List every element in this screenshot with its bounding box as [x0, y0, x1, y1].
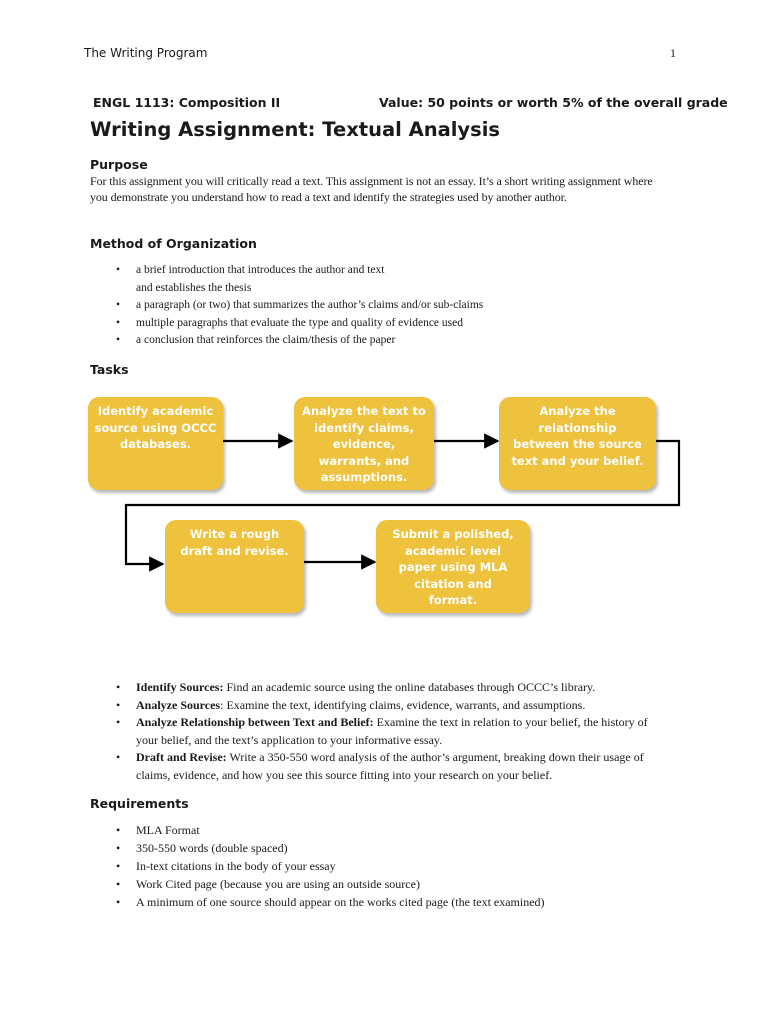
task-text: : Examine the text, identifying claims, … [220, 697, 586, 712]
list-item: • MLA Format [116, 821, 696, 839]
list-item-text: A minimum of one source should appear on… [136, 895, 545, 909]
list-item-text: a conclusion that reinforces the claim/t… [136, 334, 396, 346]
list-item-text: 350-550 words (double spaced) [136, 841, 288, 855]
course-name: ENGL 1113: Composition II [93, 95, 281, 110]
bullet: • [116, 264, 121, 276]
bullet: • [116, 841, 121, 855]
flow-step-identify-source: Identify academic source using OCCC data… [88, 397, 223, 490]
flow-step-analyze-relationship: Analyze the relationship between the sou… [499, 397, 656, 490]
bullet: • [116, 316, 121, 329]
task-text: Find an academic source using the online… [223, 680, 596, 694]
page-title: Writing Assignment: Textual Analysis [90, 118, 501, 141]
list-item: • Draft and Revise: Write a 350-550 word… [116, 749, 666, 784]
purpose-text: For this assignment you will critically … [90, 174, 653, 204]
bullet: • [116, 877, 121, 891]
bullet: • [116, 823, 121, 837]
tasks-heading: Tasks [90, 362, 129, 377]
list-item: • Work Cited page (because you are using … [116, 875, 696, 893]
bullet: • [116, 697, 121, 712]
assignment-value: Value: 50 points or worth 5% of the over… [379, 95, 728, 110]
task-label: Analyze Relationship between Text and Be… [136, 715, 374, 729]
method-heading: Method of Organization [90, 236, 257, 251]
task-label: Draft and Revise: [136, 750, 227, 764]
list-item: • 350-550 words (double spaced) [116, 839, 696, 857]
list-item-text: In-text citations in the body of your es… [136, 859, 336, 873]
task-text: Write a 350-550 word analysis of the aut… [136, 750, 644, 782]
list-item: • a conclusion that reinforces the claim… [116, 332, 696, 350]
flow-step-analyze-text: Analyze the text to identify claims, evi… [294, 397, 434, 490]
arrow-3-to-4 [124, 439, 681, 572]
list-item: • a brief introduction that introduces t… [116, 262, 696, 297]
flow-step-draft-revise: Write a rough draft and revise. [165, 520, 304, 613]
list-item: • a paragraph (or two) that summarizes t… [116, 297, 696, 315]
task-label: Identify Sources: [136, 680, 224, 694]
list-item: • In-text citations in the body of your e… [116, 857, 696, 875]
page-number: 1 [670, 46, 676, 60]
requirements-list: • MLA Format • 350-550 words (double space… [116, 821, 696, 911]
requirements-heading: Requirements [90, 796, 189, 811]
task-text: Examine the text in relation to your bel… [136, 715, 648, 747]
bullet: • [116, 680, 121, 694]
bullet: • [116, 299, 121, 311]
list-item: • multiple paragraphs that evaluate the … [116, 315, 696, 333]
list-item: • Analyze Sources: Examine the text, ide… [116, 697, 666, 715]
running-header: The Writing Program [84, 46, 208, 60]
task-detail-list: • Identify Sources: Find an academic sou… [116, 679, 666, 784]
list-item: • Identify Sources: Find an academic sou… [116, 679, 666, 697]
method-list: • a brief introduction that introduces t… [116, 262, 696, 350]
list-item: • Analyze Relationship between Text and … [116, 714, 666, 749]
bullet: • [116, 750, 121, 764]
bullet: • [116, 859, 121, 873]
purpose-heading: Purpose [90, 157, 148, 172]
flow-step-submit-paper: Submit a polished, academic level paper … [376, 520, 530, 613]
list-item-text: and establishes the thesis [136, 281, 252, 294]
bullet: • [116, 334, 121, 346]
task-label: Analyze Sources [136, 697, 221, 712]
list-item-text: MLA Format [136, 823, 200, 837]
list-item-text: Work Cited page (because you are using a… [136, 877, 420, 891]
list-item-text: multiple paragraphs that evaluate the ty… [136, 316, 463, 329]
list-item: • A minimum of one source should appear o… [116, 893, 696, 911]
list-item-text: a paragraph (or two) that summarizes the… [136, 299, 484, 311]
list-item-text: a brief introduction that introduces the… [136, 264, 385, 276]
bullet: • [116, 895, 121, 909]
bullet: • [116, 715, 121, 729]
